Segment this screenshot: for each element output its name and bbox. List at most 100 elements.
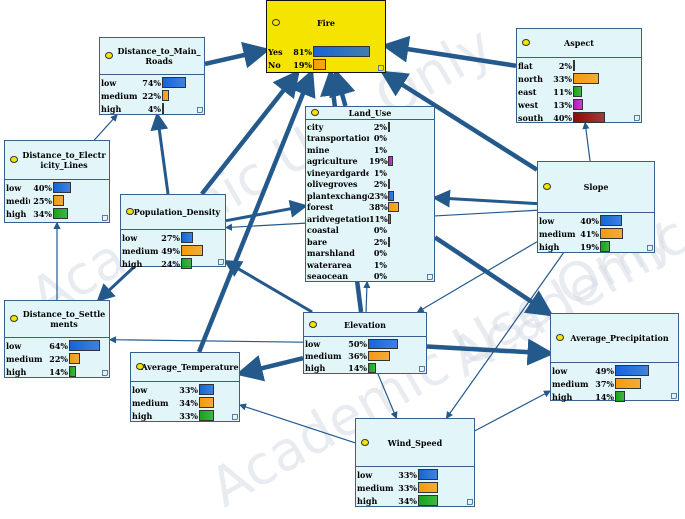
- state-percent: 13%: [553, 99, 572, 110]
- probability-bar: [313, 58, 326, 71]
- resize-handle-icon[interactable]: [419, 366, 425, 372]
- resize-handle-icon[interactable]: [218, 259, 224, 265]
- probability-bar: [418, 468, 438, 481]
- state-label: high: [305, 363, 326, 373]
- resize-handle-icon[interactable]: [671, 393, 677, 399]
- edge-elevation-to-wind_speed: [377, 373, 398, 420]
- state-label: high: [6, 366, 27, 377]
- state-percent: 19%: [293, 59, 312, 70]
- resize-handle-icon[interactable]: [378, 65, 384, 71]
- node-title-text: Distance_to_Settlements: [22, 309, 106, 329]
- node-indicator-icon: [105, 52, 113, 59]
- state-label: west: [518, 99, 539, 110]
- state-row: city 2%: [307, 121, 434, 133]
- state-label: north: [518, 73, 543, 84]
- state-row: low 50%: [305, 338, 426, 350]
- probability-bar: [615, 377, 641, 390]
- probability-bar: [573, 72, 599, 85]
- state-label: low: [305, 339, 321, 349]
- resize-handle-icon[interactable]: [102, 370, 108, 376]
- probability-bar: [162, 102, 164, 115]
- edge-slope-to-wind_speed: [445, 252, 564, 419]
- resize-handle-icon[interactable]: [427, 274, 433, 280]
- state-percent: 0%: [373, 225, 387, 236]
- state-row: medium25%: [6, 194, 109, 207]
- node-title-text: Average_Precipitation: [570, 333, 669, 343]
- edge-wind_speed-to-average_precipitation: [474, 390, 552, 432]
- state-percent: 1%: [373, 167, 387, 178]
- state-row: vineyardgarden1%: [307, 167, 434, 179]
- state-label: low: [6, 340, 22, 351]
- node-title: Population_Density: [121, 195, 225, 230]
- node-title-text: Distance_to_Electricity_Lines: [22, 150, 106, 170]
- state-label: city: [307, 121, 324, 132]
- probability-bar: [615, 390, 625, 403]
- state-percent: 81%: [293, 46, 312, 57]
- state-percent: 4%: [147, 103, 161, 114]
- state-label: transportation: [307, 133, 369, 144]
- probability-bar: [181, 231, 193, 244]
- resize-handle-icon[interactable]: [467, 499, 473, 505]
- state-percent: 14%: [348, 363, 367, 373]
- probability-bar: [53, 207, 68, 220]
- state-label: high: [122, 258, 143, 269]
- edge-slope-to-aspect: [582, 121, 591, 162]
- state-label: medium: [552, 378, 589, 389]
- probability-bar: [418, 494, 438, 507]
- edge-slope-to-fire: [379, 70, 539, 172]
- edge-elevation-to-distance_settlements: [108, 336, 304, 344]
- state-percent: 50%: [348, 339, 367, 349]
- state-percent: 34%: [179, 397, 198, 408]
- edge-average_temperature-to-fire: [196, 68, 316, 353]
- node-indicator-icon: [309, 320, 317, 328]
- node-title: Elevation: [304, 313, 426, 337]
- state-label: low: [539, 215, 555, 226]
- state-percent: 25%: [33, 195, 52, 206]
- state-label: medium: [6, 195, 30, 206]
- edge-slope-to-land_use: [432, 189, 538, 208]
- state-percent: 1%: [373, 259, 387, 270]
- resize-handle-icon[interactable]: [197, 107, 203, 113]
- resize-handle-icon[interactable]: [232, 414, 238, 420]
- state-percent: 2%: [558, 60, 572, 71]
- state-percent: 37%: [595, 378, 614, 389]
- state-label: marshland: [307, 248, 355, 259]
- node-title-text: Wind_Speed: [387, 437, 443, 448]
- state-percent: 0%: [373, 271, 387, 282]
- probability-bar: [388, 236, 390, 247]
- probability-bar: [69, 365, 76, 378]
- state-percent: 2%: [373, 121, 387, 132]
- state-label: agriculture: [307, 156, 358, 167]
- resize-handle-icon[interactable]: [647, 245, 653, 251]
- probability-bar: [600, 214, 622, 227]
- node-title: Average_Temperature: [131, 353, 239, 382]
- resize-handle-icon[interactable]: [634, 115, 640, 121]
- resize-handle-icon[interactable]: [102, 215, 108, 221]
